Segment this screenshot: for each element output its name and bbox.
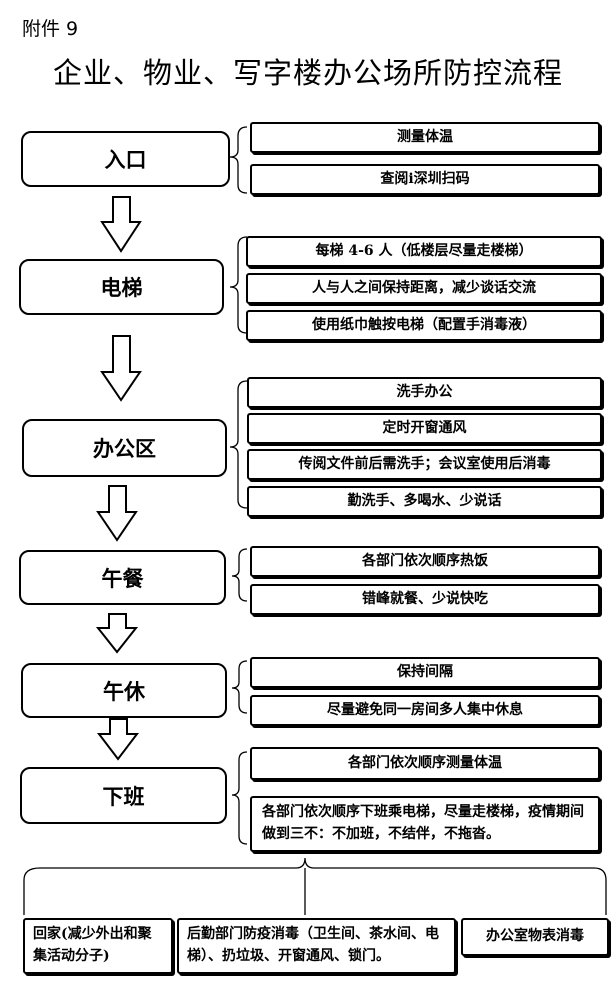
outcome-go-home: 回家(减少外出和聚集活动分子): [23, 918, 173, 974]
stage-elevator: 电梯: [19, 259, 224, 315]
office-item-wash-hands: 洗手办公: [247, 377, 602, 408]
entrance-item-scan-code: 查阅i深圳扫码: [250, 164, 600, 195]
lunch-item-staggered: 错峰就餐、少说快吃: [250, 584, 600, 615]
elevator-item-capacity: 每梯 4-6 人（低楼层尽量走楼梯）: [246, 236, 602, 267]
office-item-hygiene: 勤洗手、多喝水、少说话: [247, 486, 602, 517]
entrance-item-temperature: 测量体温: [250, 122, 600, 153]
off-work-item-temperature: 各部门依次顺序测量体温: [250, 747, 600, 780]
office-item-documents: 传阅文件前后需洗手；会议室使用后消毒: [247, 449, 602, 480]
office-item-ventilate: 定时开窗通风: [247, 413, 602, 444]
stage-off-work: 下班: [20, 767, 227, 824]
elevator-item-tissue: 使用纸巾触按电梯（配置手消毒液）: [246, 310, 602, 341]
nap-item-avoid-crowding: 尽量避免同一房间多人集中休息: [250, 695, 600, 726]
stage-nap: 午休: [21, 663, 227, 718]
stage-entrance: 入口: [21, 131, 230, 187]
attachment-label: 附件 9: [22, 18, 79, 40]
off-work-item-leave-order: 各部门依次顺序下班乘电梯，尽量走楼梯，疫情期间做到三不：不加班，不结伴，不拖沓。: [250, 796, 600, 852]
nap-item-spacing: 保持间隔: [250, 657, 600, 688]
page-title: 企业、物业、写字楼办公场所防控流程: [52, 56, 563, 90]
stage-lunch: 午餐: [19, 550, 226, 605]
outcome-logistics-disinfection: 后勤部门防疫消毒（卫生间、茶水间、电梯）、扔垃圾、开窗通风、锁门。: [177, 918, 456, 974]
lunch-item-heat-food: 各部门依次顺序热饭: [250, 546, 600, 577]
stage-office: 办公区: [22, 419, 227, 477]
outcome-surface-disinfection: 办公室物表消毒: [461, 918, 609, 956]
elevator-item-distance: 人与人之间保持距离，减少谈话交流: [246, 273, 602, 304]
